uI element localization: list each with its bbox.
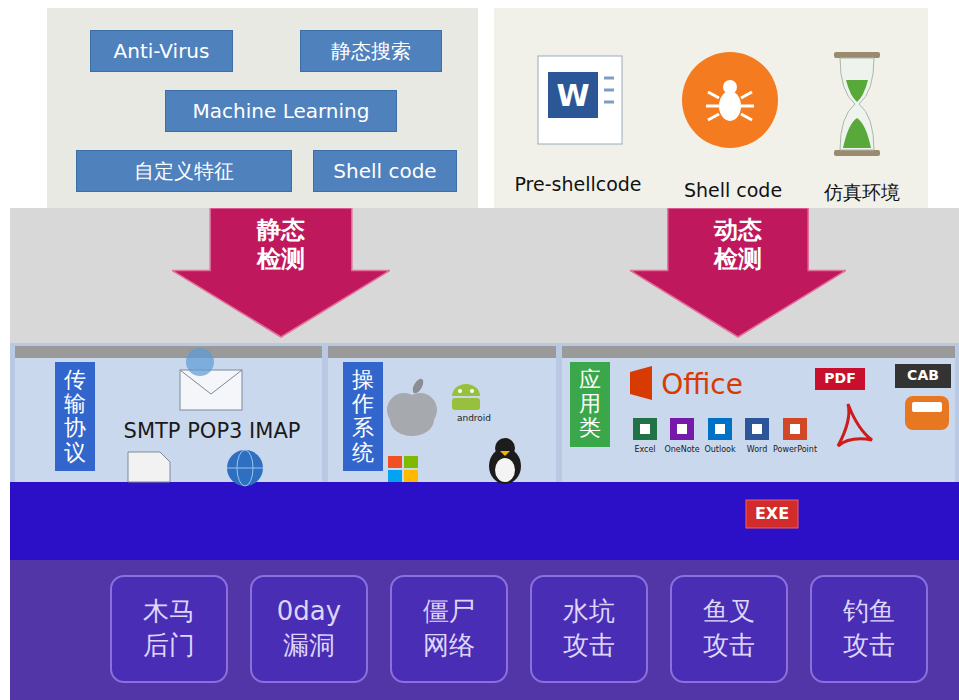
- method-box: 自定义特征: [76, 150, 292, 192]
- app-name: Word: [747, 446, 768, 455]
- band-header: [562, 346, 955, 358]
- office-app-icons: [633, 418, 807, 440]
- file-type: PDF: [824, 371, 855, 386]
- protocol-band: [15, 358, 322, 482]
- cab-badge: [895, 364, 951, 388]
- office-logo: [630, 366, 652, 400]
- method-box: Anti-Virus: [90, 30, 233, 72]
- os-name: android: [457, 414, 491, 424]
- app-band: [562, 358, 955, 482]
- node-text: 传输协议: [64, 368, 86, 465]
- node-text: 静态搜索: [331, 38, 411, 65]
- node-text: 动态 检测: [714, 216, 762, 274]
- attack-box: 水坑 攻击: [530, 575, 648, 683]
- node-text: 鱼叉 攻击: [703, 595, 755, 663]
- attack-box: 木马 后门: [110, 575, 228, 683]
- protocol-list: SMTP POP3 IMAP: [124, 420, 301, 443]
- word-icon: [548, 72, 598, 118]
- static-panel: [47, 8, 478, 208]
- taxi-icon: [905, 396, 949, 430]
- app-name: Excel: [634, 446, 655, 455]
- pdf-badge: [815, 368, 865, 390]
- node-text: 木马 后门: [143, 595, 195, 663]
- band-header: [328, 346, 556, 358]
- app-name: OneNote: [664, 446, 699, 455]
- node-text: 自定义特征: [134, 158, 234, 185]
- node-text: Machine Learning: [193, 99, 370, 123]
- attack-box: 鱼叉 攻击: [670, 575, 788, 683]
- icon-caption: 仿真环境: [824, 182, 900, 203]
- node-text: 应用类: [579, 368, 601, 441]
- app-name: Office: [661, 370, 743, 401]
- method-box: Shell code: [313, 150, 457, 192]
- node-text: 水坑 攻击: [563, 595, 615, 663]
- acrobat-icon: [838, 404, 872, 446]
- mail-icon: [180, 348, 242, 410]
- category-label: 传输协议: [55, 362, 95, 471]
- icon-caption: Shell code: [684, 180, 782, 201]
- band-header: [15, 346, 322, 358]
- category-label: 操作系统: [343, 362, 383, 471]
- category-label: 应用类: [570, 362, 610, 447]
- os-band: [328, 358, 556, 482]
- app-name: PowerPoint: [773, 446, 817, 455]
- document-icon: [128, 452, 170, 482]
- detection-arrow: 静态 检测: [172, 208, 390, 338]
- apple-icon: [387, 377, 437, 436]
- target-band: [10, 343, 959, 483]
- method-box: Machine Learning: [165, 90, 397, 132]
- attack-band-strip: [10, 482, 959, 560]
- attack-box: 钓鱼 攻击: [810, 575, 928, 683]
- node-text: 钓鱼 攻击: [843, 595, 895, 663]
- bug-icon: [682, 52, 778, 148]
- attack-box: 0day 漏洞: [250, 575, 368, 683]
- attack-band: [10, 482, 959, 700]
- node-text: 0day 漏洞: [277, 595, 341, 663]
- detection-arrow: 动态 检测: [630, 208, 846, 338]
- method-box: 静态搜索: [300, 30, 442, 72]
- dynamic-panel: [494, 8, 928, 208]
- globe-icon: [227, 450, 263, 486]
- android-icon: [452, 384, 498, 426]
- node-text: Anti-Virus: [114, 39, 210, 63]
- penguin-icon: [489, 438, 521, 484]
- windows-icon: [388, 456, 418, 482]
- attack-box: 僵尸 网络: [390, 575, 508, 683]
- file-type: EXE: [755, 505, 789, 523]
- word-icon: [538, 56, 622, 144]
- icon-letter: W: [556, 79, 589, 112]
- node-text: 僵尸 网络: [423, 595, 475, 663]
- node-text: 操作系统: [352, 368, 374, 465]
- app-name: Outlook: [704, 446, 735, 455]
- file-type: CAB: [907, 368, 939, 383]
- node-text: Shell code: [333, 159, 436, 183]
- hourglass-icon: [834, 52, 880, 156]
- exe-badge: [746, 500, 798, 528]
- arrow-body: [630, 208, 846, 337]
- node-text: 静态 检测: [257, 216, 305, 274]
- icon-caption: Pre-shellcode: [514, 174, 641, 195]
- gray-band: [10, 208, 959, 345]
- arrow-body: [172, 208, 390, 337]
